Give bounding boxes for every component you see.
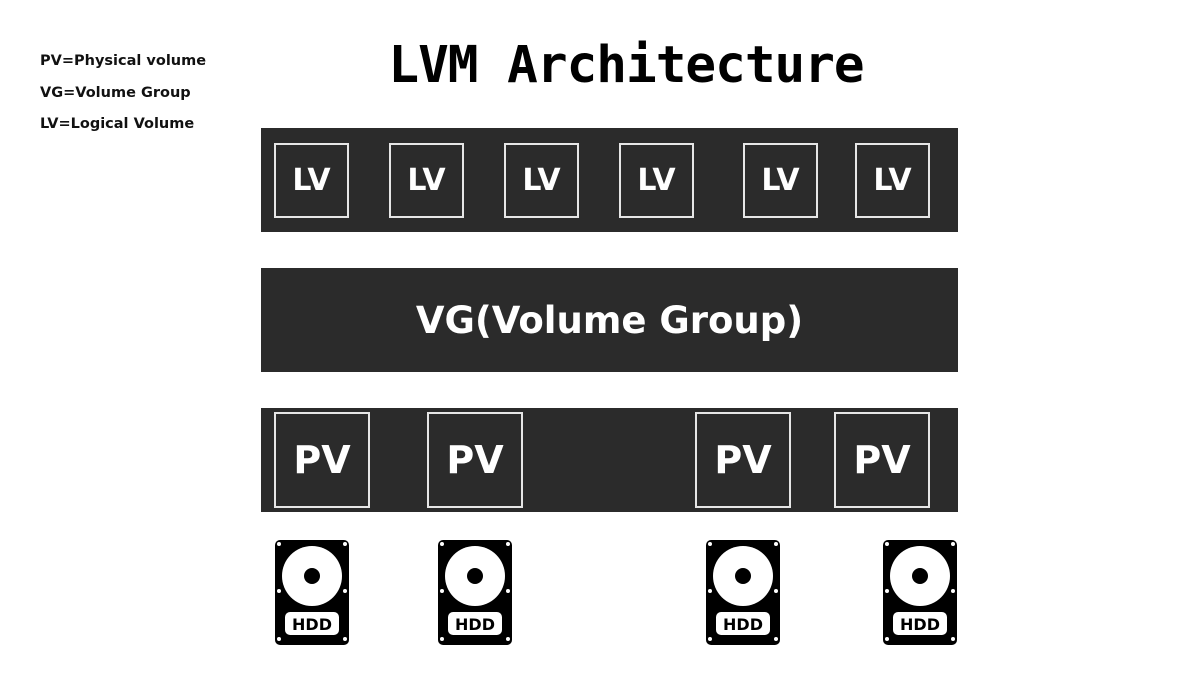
physical-volume-box: PV [834, 412, 930, 508]
hdd-label: HDD [292, 615, 332, 634]
hdd-label: HDD [723, 615, 763, 634]
hard-disk-icon: HDD [882, 539, 958, 646]
logical-volume-box: LV [274, 143, 349, 218]
diagram-title: LVM Architecture [388, 36, 864, 95]
legend-item-pv: PV=Physical volume [40, 53, 207, 69]
logical-volume-box: LV [504, 143, 579, 218]
hard-disk-icon: HDD [274, 539, 350, 646]
hdd-label: HDD [455, 615, 495, 634]
physical-volume-layer: PV PV PV PV [261, 408, 958, 512]
physical-volume-box: PV [695, 412, 791, 508]
legend-item-vg: VG=Volume Group [40, 84, 191, 101]
legend: PV=Physical volume VG=Volume Group LV=Lo… [40, 50, 206, 145]
physical-volume-box: PV [427, 412, 523, 508]
logical-volume-box: LV [389, 143, 464, 218]
logical-volume-box: LV [743, 143, 818, 218]
legend-item-lv: LV=Logical Volume [40, 116, 195, 132]
hard-disk-icon: HDD [705, 539, 781, 646]
logical-volume-box: LV [619, 143, 694, 218]
physical-volume-box: PV [274, 412, 370, 508]
volume-group-layer: VG(Volume Group) [261, 268, 958, 372]
hard-disk-icon: HDD [437, 539, 513, 646]
logical-volume-box: LV [855, 143, 930, 218]
logical-volume-layer: LV LV LV LV LV LV [261, 128, 958, 232]
volume-group-label: VG(Volume Group) [415, 298, 804, 342]
hdd-label: HDD [900, 615, 940, 634]
